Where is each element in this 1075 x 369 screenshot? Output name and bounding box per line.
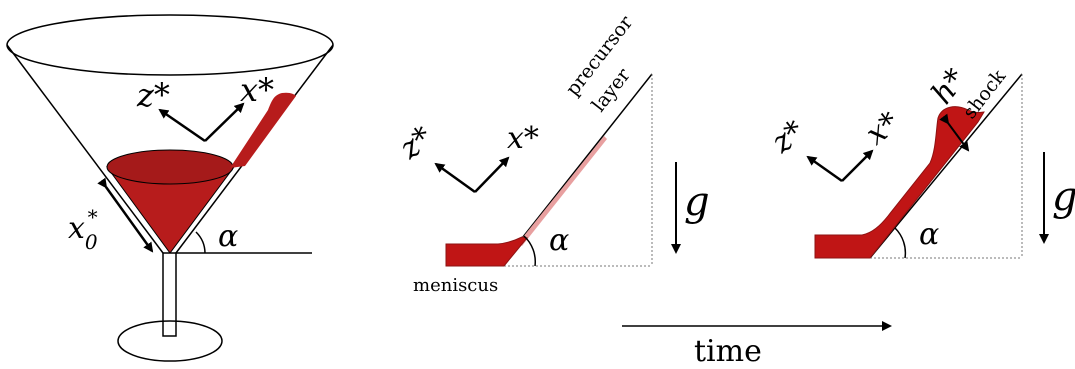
z-axis-label-early: z* bbox=[393, 120, 440, 167]
x-axis-arrow-early bbox=[474, 156, 510, 193]
meniscus-label: meniscus bbox=[413, 275, 498, 296]
angle-arc bbox=[195, 231, 206, 254]
z-axis-label-late: z* bbox=[765, 114, 812, 161]
z-axis-arrow-late bbox=[806, 155, 843, 183]
shock-label: shock bbox=[959, 65, 1011, 123]
z-axis-label: z* bbox=[136, 76, 170, 114]
height-arrow bbox=[939, 113, 970, 152]
x-axis-arrow bbox=[204, 102, 245, 142]
angle-label-early: α bbox=[549, 223, 569, 258]
angle-label-late: α bbox=[919, 217, 939, 252]
incline-late bbox=[869, 73, 1023, 259]
x-axis-label-early: x* bbox=[507, 121, 539, 156]
incline-early bbox=[499, 73, 653, 267]
x-axis-label: x* bbox=[240, 71, 274, 109]
cocktail-glass: α x0* z* x* bbox=[6, 14, 334, 362]
distance-label: x0* bbox=[68, 205, 98, 254]
glass-stem bbox=[162, 252, 177, 337]
z-axis-arrow-early bbox=[434, 162, 476, 194]
distance-arrow bbox=[97, 177, 154, 253]
glass-base bbox=[117, 320, 223, 362]
precursor-layer-film bbox=[519, 136, 607, 246]
meniscus-liquid bbox=[445, 236, 528, 267]
angle-label: α bbox=[218, 219, 238, 254]
x-axis-arrow-late bbox=[841, 149, 874, 182]
gravity-label-late: g bbox=[1052, 174, 1075, 220]
time-label: time bbox=[694, 334, 762, 369]
z-axis-arrow bbox=[158, 108, 206, 143]
panel-late: α shock h* g z* x* bbox=[765, 62, 1075, 259]
liquid-film bbox=[230, 92, 296, 168]
angle-arc-early bbox=[523, 235, 537, 267]
panel-early: α meniscus precursor layer g z* x* bbox=[393, 11, 710, 296]
x-axis-label-late: x* bbox=[859, 105, 906, 152]
angle-arc-late bbox=[894, 227, 907, 259]
glass-rim bbox=[6, 14, 334, 76]
liquid-surface bbox=[106, 149, 234, 185]
gravity-label-early: g bbox=[684, 179, 710, 225]
